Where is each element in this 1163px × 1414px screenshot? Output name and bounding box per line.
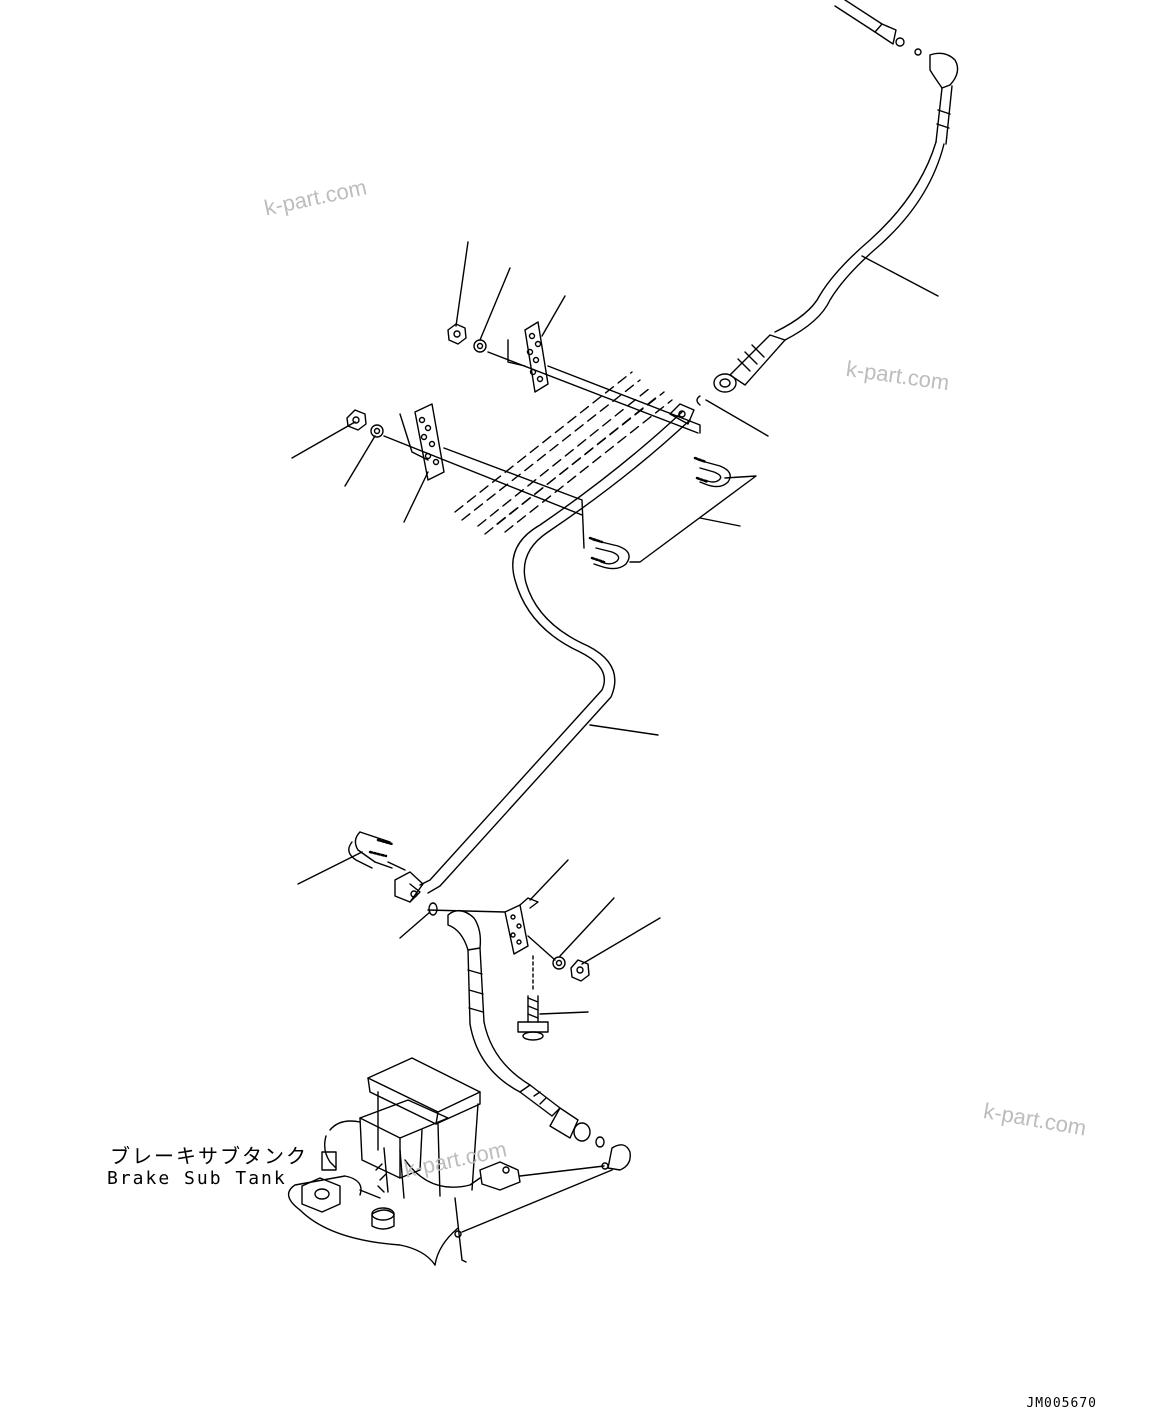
brake-tube — [394, 403, 695, 903]
sub-tank-label-en: Brake Sub Tank — [107, 1168, 287, 1189]
drawing-code: JM005670 — [1026, 1396, 1097, 1411]
sub-tank-label-jp: ブレーキサブタンク — [110, 1144, 308, 1168]
leader-lines — [291, 241, 939, 1015]
lower-hardware — [427, 897, 590, 1041]
sub-tank-assembly — [287, 1057, 613, 1266]
lower-hose — [447, 910, 631, 1171]
upper-hose — [696, 0, 959, 406]
upper-brackets — [346, 321, 701, 549]
clamps — [348, 456, 757, 871]
